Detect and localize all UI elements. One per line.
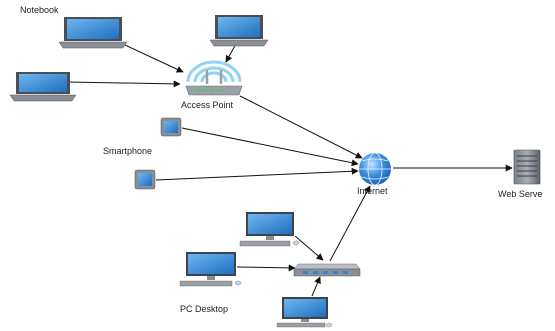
link-notebook-3-to-access-point bbox=[67, 80, 181, 88]
desktop-pc-icon bbox=[239, 212, 300, 247]
access-point-label: Access Point bbox=[181, 100, 234, 110]
laptop-icon bbox=[58, 17, 128, 49]
tablet-icon bbox=[160, 117, 182, 137]
link-desktop-2-to-switch bbox=[236, 264, 296, 272]
web-server-label: Web Serve bbox=[498, 189, 542, 199]
notebook-label: Notebook bbox=[20, 5, 59, 15]
smartphone-label: Smartphone bbox=[103, 146, 152, 156]
server-tower-icon bbox=[513, 149, 541, 185]
link-tablet-2-to-internet bbox=[155, 167, 359, 181]
tablet-icon bbox=[134, 169, 156, 190]
link-notebook-1-to-access-point bbox=[124, 44, 184, 73]
link-tablet-1-to-internet bbox=[181, 127, 359, 167]
link-desktop-1-to-switch bbox=[294, 235, 324, 261]
laptop-icon bbox=[9, 72, 77, 102]
desktop-pc-icon bbox=[179, 252, 242, 287]
desktop-pc-icon bbox=[276, 297, 333, 328]
network-switch-icon bbox=[293, 263, 361, 277]
link-switch-to-internet bbox=[329, 185, 371, 262]
globe-icon bbox=[359, 152, 391, 186]
pc-desktop-label: PC Desktop bbox=[180, 304, 228, 314]
link-access-point-to-internet bbox=[239, 95, 363, 159]
wireless-router-icon bbox=[185, 60, 243, 96]
internet-label: Internet bbox=[357, 186, 388, 196]
link-desktop-3-to-switch bbox=[311, 276, 321, 297]
laptop-icon bbox=[209, 15, 269, 47]
connections bbox=[67, 41, 513, 297]
